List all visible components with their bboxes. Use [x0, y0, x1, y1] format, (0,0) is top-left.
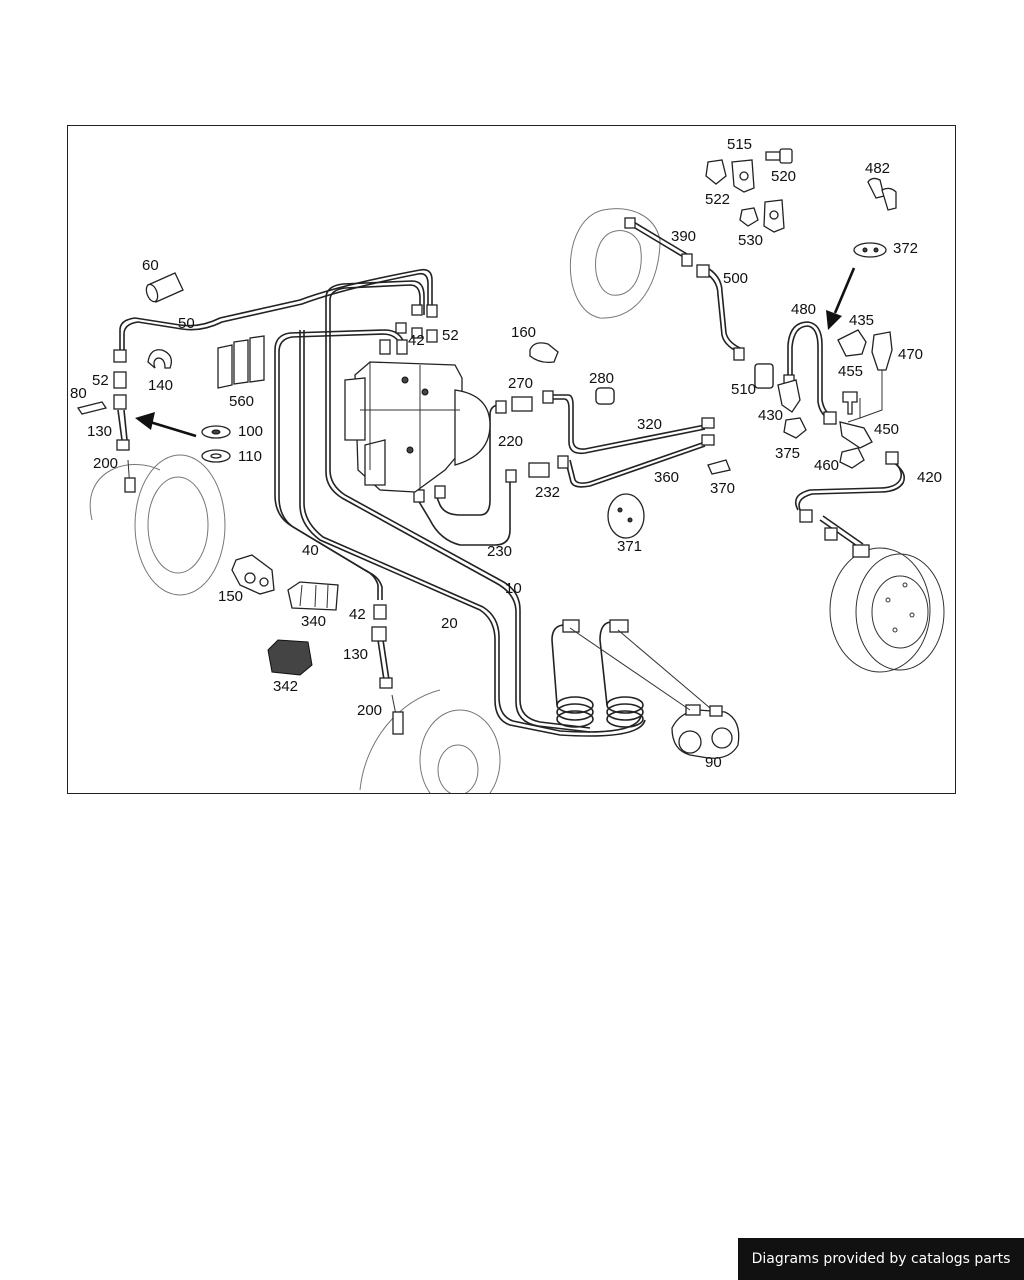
label-110: 110: [238, 448, 262, 465]
label-140: 140: [148, 377, 173, 394]
diagram-frame: 60 50 52 80 140 560 130 100 110 200 42 5…: [67, 125, 956, 794]
leader-lines: [847, 380, 883, 423]
label-60: 60: [142, 257, 159, 274]
label-372: 372: [893, 240, 918, 257]
label-450: 450: [874, 421, 899, 438]
brake-line-diagram: 60 50 52 80 140 560 130 100 110 200 42 5…: [70, 136, 945, 793]
label-10: 10: [505, 580, 522, 597]
label-280: 280: [589, 370, 614, 387]
label-160: 160: [511, 324, 536, 341]
label-40: 40: [302, 542, 319, 559]
label-130-left: 130: [87, 423, 112, 440]
brake-pipes: [117, 220, 906, 737]
label-375: 375: [775, 445, 800, 462]
label-50: 50: [178, 315, 195, 332]
label-52-top: 52: [442, 327, 459, 344]
label-52-left: 52: [92, 372, 109, 389]
abs-hydraulic-unit: [344, 361, 491, 493]
wheel-outlines: [89, 208, 945, 793]
label-510: 510: [731, 381, 756, 398]
label-200-bottom: 200: [357, 702, 382, 719]
label-480: 480: [791, 301, 816, 318]
label-270: 270: [508, 375, 533, 392]
label-20: 20: [441, 615, 458, 632]
label-470: 470: [898, 346, 923, 363]
part-labels: 60 50 52 80 140 560 130 100 110 200 42 5…: [70, 136, 942, 771]
label-340: 340: [301, 613, 326, 630]
label-560: 560: [229, 393, 254, 410]
footer-credit: Diagrams provided by catalogs parts: [738, 1238, 1024, 1280]
label-482: 482: [865, 160, 890, 177]
label-370: 370: [710, 480, 735, 497]
label-390: 390: [671, 228, 696, 245]
label-500: 500: [723, 270, 748, 287]
label-435: 435: [849, 312, 874, 329]
label-522: 522: [705, 191, 730, 208]
pipe-fittings: [113, 217, 899, 735]
label-42-bottom: 42: [349, 606, 366, 623]
label-342: 342: [273, 678, 298, 695]
label-360: 360: [654, 469, 679, 486]
label-100: 100: [238, 423, 263, 440]
label-130-bottom: 130: [343, 646, 368, 663]
label-90: 90: [705, 754, 722, 771]
label-200-left: 200: [93, 455, 118, 472]
direction-arrows: [135, 267, 856, 438]
label-530: 530: [738, 232, 763, 249]
label-320: 320: [637, 416, 662, 433]
label-230: 230: [487, 543, 512, 560]
label-371: 371: [617, 538, 642, 555]
label-220: 220: [498, 433, 523, 450]
label-460: 460: [814, 457, 839, 474]
label-420: 420: [917, 469, 942, 486]
brake-master-cylinder: [569, 627, 740, 759]
label-150: 150: [218, 588, 243, 605]
label-430: 430: [758, 407, 783, 424]
label-80: 80: [70, 385, 87, 402]
label-515: 515: [727, 136, 752, 153]
label-42-top: 42: [408, 332, 425, 349]
label-520: 520: [771, 168, 796, 185]
label-455: 455: [838, 363, 863, 380]
loose-parts: [76, 148, 897, 676]
label-232: 232: [535, 484, 560, 501]
